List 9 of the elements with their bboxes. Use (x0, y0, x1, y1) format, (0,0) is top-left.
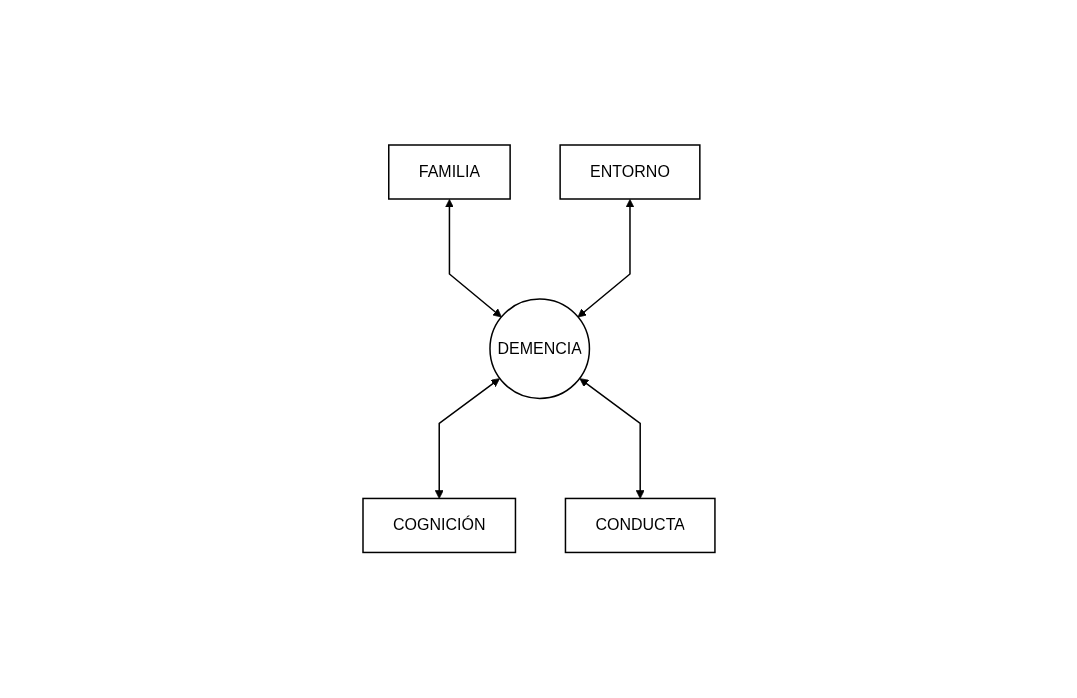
node-box: FAMILIA (387, 144, 511, 200)
arrow (577, 199, 634, 318)
arrow (434, 378, 500, 500)
node-box: ENTORNO (558, 144, 701, 200)
arrow (579, 378, 645, 500)
node-box: COGNICIÓN (361, 497, 516, 554)
node-circle: DEMENCIA (488, 298, 590, 400)
node-box: CONDUCTA (564, 497, 716, 554)
arrow (444, 199, 502, 318)
